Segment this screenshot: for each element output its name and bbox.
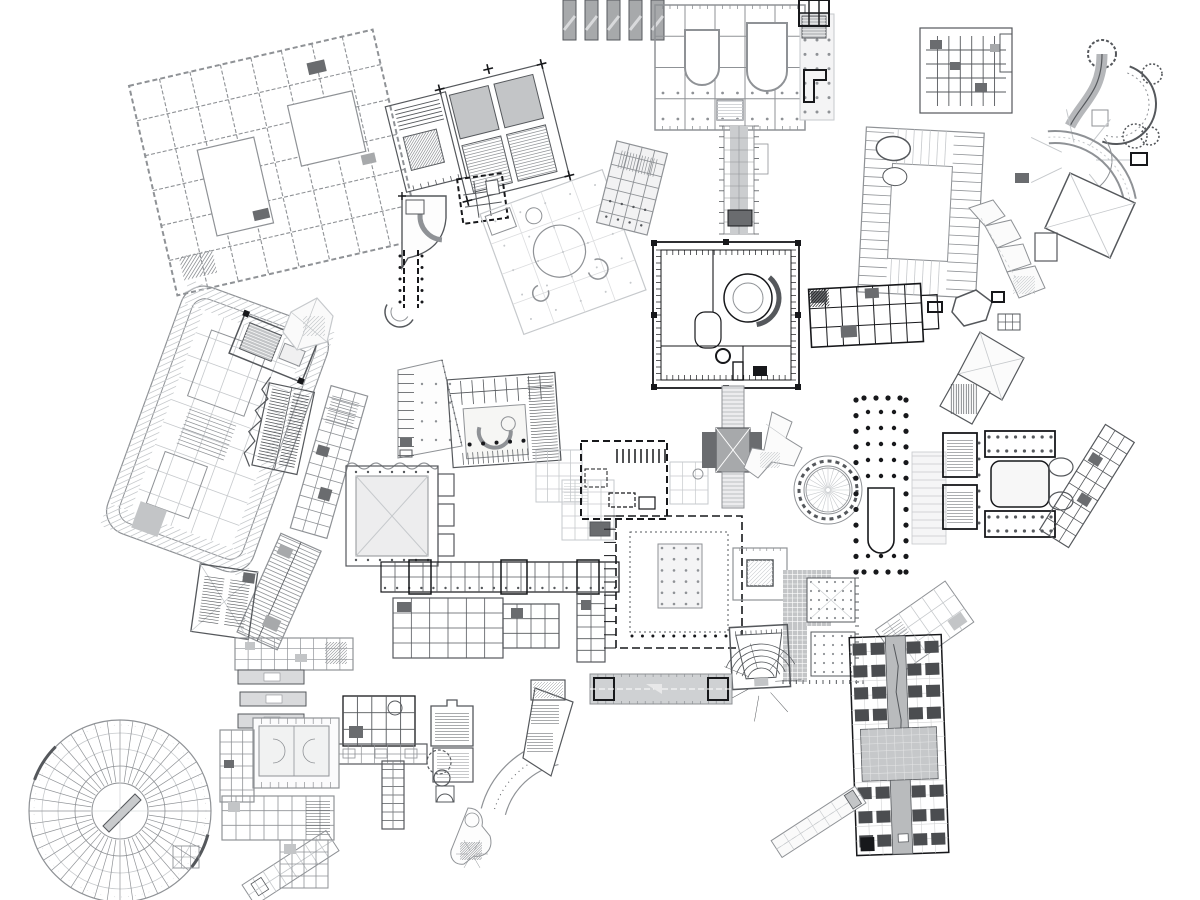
curved-gallery-plan bbox=[398, 192, 447, 271]
hall-block-with-seating-rows bbox=[190, 563, 259, 641]
faceted-polygon-plan bbox=[282, 297, 334, 351]
small-square-hall-plan bbox=[732, 547, 788, 601]
dense-small-room-plan bbox=[919, 27, 1013, 114]
horizontal-room-wing bbox=[221, 795, 335, 841]
wedge-plan-with-dotted-edge bbox=[397, 359, 463, 459]
small-grey-room-block-plan bbox=[595, 140, 669, 236]
fan-shaped-theatre-plan bbox=[724, 623, 802, 722]
faceted-room-chain-plan bbox=[968, 199, 1046, 299]
classical-museum-plan-with-apsidal-halls bbox=[654, 4, 806, 131]
angled-light-bar-plan bbox=[770, 785, 867, 859]
tiny-room-grid-plan bbox=[279, 839, 329, 889]
tiny-plan-with-circle bbox=[433, 769, 455, 803]
long-grey-gallery-bar bbox=[589, 673, 733, 705]
diagonal-diamond-room-cluster bbox=[927, 289, 1025, 425]
row-of-five-pier-blocks bbox=[562, 0, 665, 41]
faceted-room-cluster bbox=[743, 411, 803, 479]
room-plan-with-round-stair bbox=[342, 695, 416, 747]
l-shaped-room-wing bbox=[234, 637, 354, 671]
large-dark-megastructure-slab-plan bbox=[848, 633, 950, 857]
bold-dashed-court-plan-with-parallel-walls bbox=[580, 440, 668, 520]
courtyard-garden-plan bbox=[446, 371, 562, 469]
diagonal-room-wing bbox=[1038, 423, 1136, 549]
long-diagonal-room-bar bbox=[289, 384, 369, 540]
diagonal-light-bar-plan bbox=[241, 829, 340, 900]
bold-basilica-plan-with-apse bbox=[853, 395, 909, 575]
long-palace-wing-with-pavilions bbox=[380, 559, 620, 663]
curved-cultural-centre-plan bbox=[426, 679, 574, 816]
small-angled-bar-plan bbox=[228, 309, 319, 385]
arc-and-trussed-block-plan bbox=[1015, 123, 1148, 262]
polygonal-radial-theatre-plan bbox=[793, 455, 863, 525]
grey-service-core-with-cross-bracing bbox=[702, 385, 762, 509]
small-room-plan-with-dark-block bbox=[561, 479, 615, 541]
small-bold-dashed-square-plan bbox=[455, 171, 510, 226]
pleated-edge-auditorium-plan bbox=[243, 376, 316, 476]
stepped-wall-fragment bbox=[803, 69, 827, 103]
stair-and-hatched-hall-plan bbox=[384, 91, 468, 193]
large-dashed-courtyard-plan-with-table bbox=[604, 515, 743, 649]
hypostyle-plan-with-dotted-courtyards bbox=[782, 569, 864, 684]
small-dark-room-fragment bbox=[798, 0, 830, 27]
small-lobed-plan-with-fan bbox=[450, 807, 492, 868]
circular-amphitheatre-plan bbox=[28, 719, 212, 900]
tiny-light-room-plan bbox=[669, 461, 709, 505]
rotated-palace-room-grid-plan bbox=[127, 28, 423, 297]
faint-colonnade-band bbox=[911, 451, 947, 545]
colonnade-strip-with-apse bbox=[384, 250, 424, 328]
horizontal-poche-bar-plan bbox=[807, 282, 940, 349]
u-shaped-courtyard-plan-with-oval bbox=[857, 126, 985, 299]
courtyard-plan-with-crossed-diagonals bbox=[345, 462, 455, 567]
bold-square-museum-plan-with-spiral-rotunda bbox=[651, 239, 801, 391]
vertical-ladder-bar-plan bbox=[381, 760, 405, 830]
vertical-corridor-strip-plan bbox=[719, 125, 769, 235]
plan-with-four-hatched-hall-squares bbox=[434, 58, 575, 207]
composite-palace-plan-with-oval-rooms bbox=[942, 430, 1074, 538]
hall-plan-with-court-markings bbox=[252, 717, 340, 789]
